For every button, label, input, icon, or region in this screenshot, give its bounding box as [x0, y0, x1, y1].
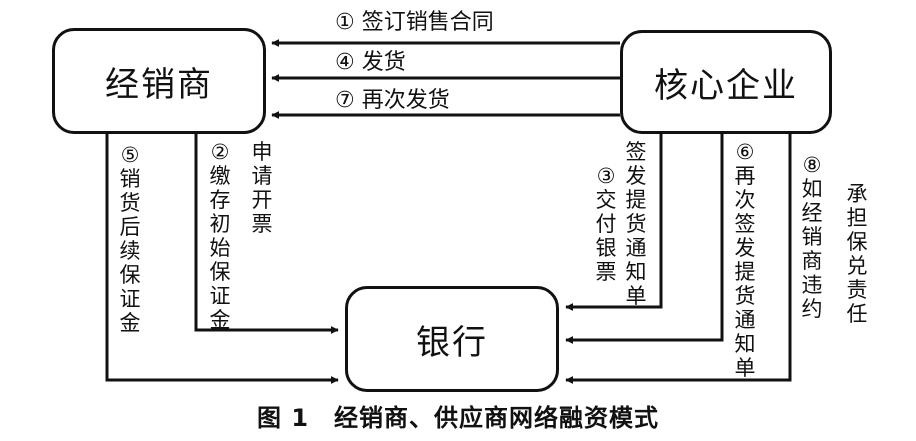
arrow-reissue-notice: [565, 134, 724, 344]
core-enterprise-label: 核心企业: [654, 65, 798, 106]
arrow-follow-deposit: [105, 134, 339, 384]
bank-label: 银行: [416, 322, 488, 363]
flow-label-6: ⑥再次签发提货通知单: [734, 140, 756, 380]
flow-label-5: ⑤销货后续保证金: [119, 143, 141, 335]
flow-label-1: ① 签订销售合同: [335, 10, 494, 35]
arrow-guarantee: [565, 134, 792, 384]
dealer-node: 经销商: [52, 28, 266, 134]
bank-node: 银行: [345, 286, 559, 392]
arrow-initial-deposit: [194, 134, 339, 334]
flow-label-8b: 承担保兑责任: [846, 182, 868, 326]
flow-label-3a: 签发提货通知单: [625, 140, 647, 308]
flow-label-8a: ⑧如经销商违约: [801, 153, 823, 321]
flow-label-2: ②缴存初始保证金: [209, 140, 231, 332]
flow-label-3b: ③交付银票: [595, 164, 617, 284]
flow-label-7: ⑦ 再次发货: [335, 88, 450, 113]
figure-caption: 图 1 经销商、供应商网络融资模式: [256, 404, 660, 432]
arrow-delivery-notice: [565, 134, 663, 311]
flow-label-4: ④ 发货: [335, 50, 406, 75]
dealer-label: 经销商: [105, 64, 213, 105]
core-enterprise-node: 核心企业: [620, 30, 832, 134]
flow-label-2b: 申请开票: [251, 140, 273, 236]
